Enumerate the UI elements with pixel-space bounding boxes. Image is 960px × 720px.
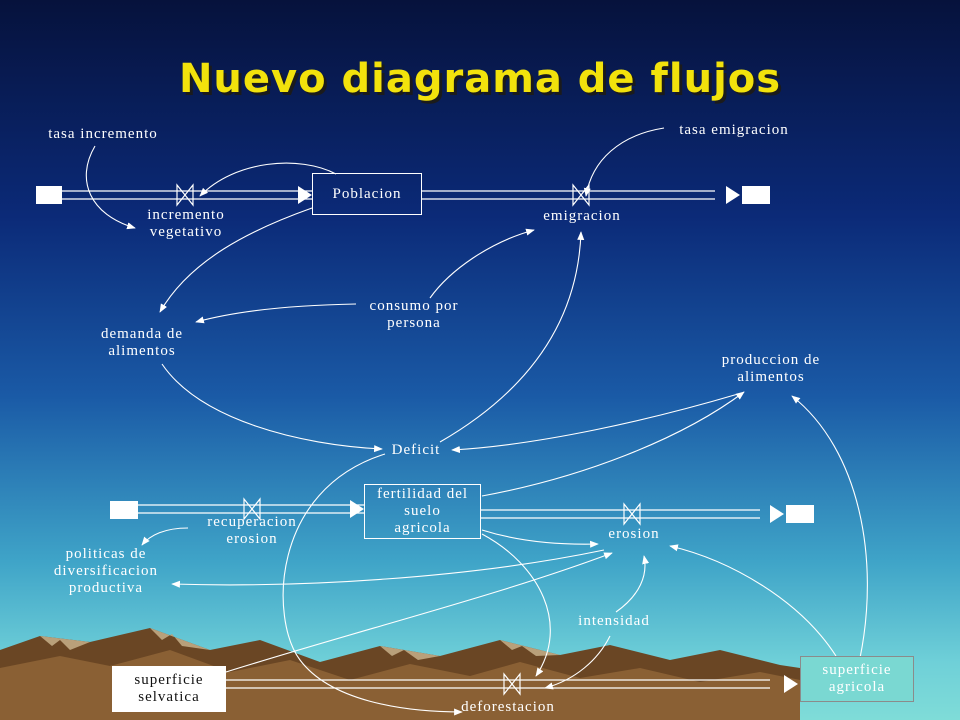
- link-deficit-to-deforestacion: [282, 453, 463, 716]
- link-fertilidad-to-deforestacion: [481, 533, 551, 677]
- flow-incremento-vegetativo-label[interactable]: incremento vegetativo: [147, 207, 225, 240]
- stock-superficie-selvatica-label: superficie selvatica: [134, 672, 204, 705]
- mountain-snow-2: [150, 628, 210, 650]
- source-cloud-fertilidad: [110, 501, 138, 519]
- stock-superficie-agricola[interactable]: superficie agricola: [800, 656, 914, 702]
- mountain-snow-1: [40, 636, 90, 650]
- link-intensidad-to-erosion: [615, 555, 650, 613]
- variable-demanda-alimentos[interactable]: demanda de alimentos: [100, 326, 184, 359]
- stock-poblacion-label: Poblacion: [332, 186, 402, 202]
- link-fertilidad-to-produccion: [481, 391, 745, 497]
- source-cloud-poblacion: [36, 186, 62, 204]
- link-intensidad-to-deforestacion: [544, 635, 611, 690]
- mountain-snow-4: [500, 640, 560, 656]
- link-fertilidad-to-erosion: [481, 529, 599, 548]
- link-consumo-to-emigracion: [429, 228, 535, 299]
- link-poblacion-to-incremento: [199, 162, 337, 197]
- variable-tasa-incremento[interactable]: tasa incremento: [48, 126, 158, 142]
- stock-superficie-agricola-label: superficie agricola: [822, 662, 892, 695]
- variable-tasa-emigracion[interactable]: tasa emigracion: [679, 122, 789, 138]
- causal-links: [85, 127, 868, 716]
- sink-cloud-emigracion: [742, 186, 770, 204]
- valve-incremento-icon: [176, 183, 194, 207]
- link-superficie-agricola-to-erosion: [669, 544, 837, 657]
- variable-produccion-alimentos[interactable]: produccion de alimentos: [721, 352, 821, 385]
- link-recuperacion-to-politicas: [141, 527, 189, 546]
- flow-pipes: [62, 190, 770, 689]
- link-poblacion-to-demanda: [159, 207, 313, 313]
- pipe-arrow-erosion: [770, 505, 784, 523]
- link-deficit-to-emigracion: [439, 231, 585, 443]
- link-erosion-to-politicas: [171, 549, 605, 588]
- mountain-snow-3: [380, 646, 440, 660]
- flow-emigracion-label[interactable]: emigracion: [543, 208, 621, 224]
- valve-erosion-icon: [623, 502, 641, 526]
- link-tasa-emigracion-to-emigracion: [583, 127, 665, 197]
- flow-deforestacion-label[interactable]: deforestacion: [461, 699, 555, 715]
- link-demanda-to-deficit: [161, 363, 383, 453]
- link-produccion-to-deficit: [451, 393, 739, 454]
- pipe-arrow-recuperacion: [350, 500, 364, 518]
- variable-politicas[interactable]: politicas de diversificacion productiva: [53, 546, 159, 596]
- pipe-arrowheads: [298, 186, 798, 693]
- valve-recuperacion-icon: [243, 497, 261, 521]
- stock-poblacion[interactable]: Poblacion: [312, 173, 422, 215]
- link-consumo-to-demanda: [195, 303, 357, 324]
- stock-fertilidad[interactable]: fertilidad del suelo agricola: [364, 484, 481, 539]
- variable-consumo-por-persona[interactable]: consumo por persona: [369, 298, 459, 331]
- stock-superficie-selvatica[interactable]: superficie selvatica: [112, 666, 226, 712]
- valve-deforestacion-icon: [503, 672, 521, 696]
- variable-intensidad[interactable]: intensidad: [578, 613, 650, 629]
- flow-erosion-label[interactable]: erosion: [608, 526, 660, 542]
- stock-fertilidad-label: fertilidad del suelo agricola: [376, 486, 469, 536]
- pipe-arrow-deforestacion: [784, 675, 798, 693]
- pipe-arrow-emigracion: [726, 186, 740, 204]
- link-superficie-agricola-to-produccion: [791, 395, 868, 659]
- link-tasa-incremento-to-incremento: [85, 145, 136, 230]
- link-selvatica-to-erosion: [225, 552, 613, 673]
- variable-deficit[interactable]: Deficit: [391, 442, 441, 458]
- sink-cloud-erosion: [786, 505, 814, 523]
- page-title: Nuevo diagrama de flujos: [178, 56, 782, 102]
- valves: [176, 183, 641, 696]
- flow-recuperacion-erosion-label[interactable]: recuperacion erosion: [207, 514, 297, 547]
- pipe-arrow-incremento: [298, 186, 312, 204]
